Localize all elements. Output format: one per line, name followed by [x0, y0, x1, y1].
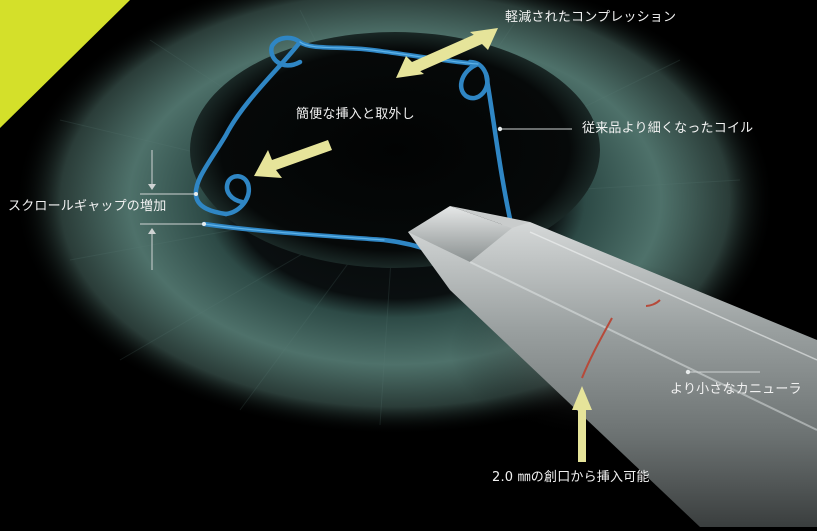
label-thinner-coil: 従来品より細くなったコイル [582, 121, 754, 136]
insert-arrow-icon [254, 140, 332, 178]
leader-lines [140, 128, 760, 373]
pupil [190, 32, 600, 268]
incision-arrow-icon [572, 386, 592, 462]
label-incision: 2.0 ㎜の創口から挿入可能 [492, 470, 650, 485]
leader-dots [194, 126, 691, 375]
lens-wire-highlight [203, 41, 479, 241]
label-scroll-gap: スクロールギャップの増加 [8, 199, 167, 214]
compression-arrow-icon [396, 28, 498, 78]
gap-arrowheads [148, 184, 156, 234]
cannula [408, 206, 817, 527]
label-smaller-cannula: より小さなカニューラ [670, 382, 802, 397]
corner-accent [0, 0, 130, 128]
label-reduced-compression: 軽減されたコンプレッション [505, 10, 677, 25]
label-easy-insert-remove: 簡便な挿入と取外し [296, 107, 415, 122]
